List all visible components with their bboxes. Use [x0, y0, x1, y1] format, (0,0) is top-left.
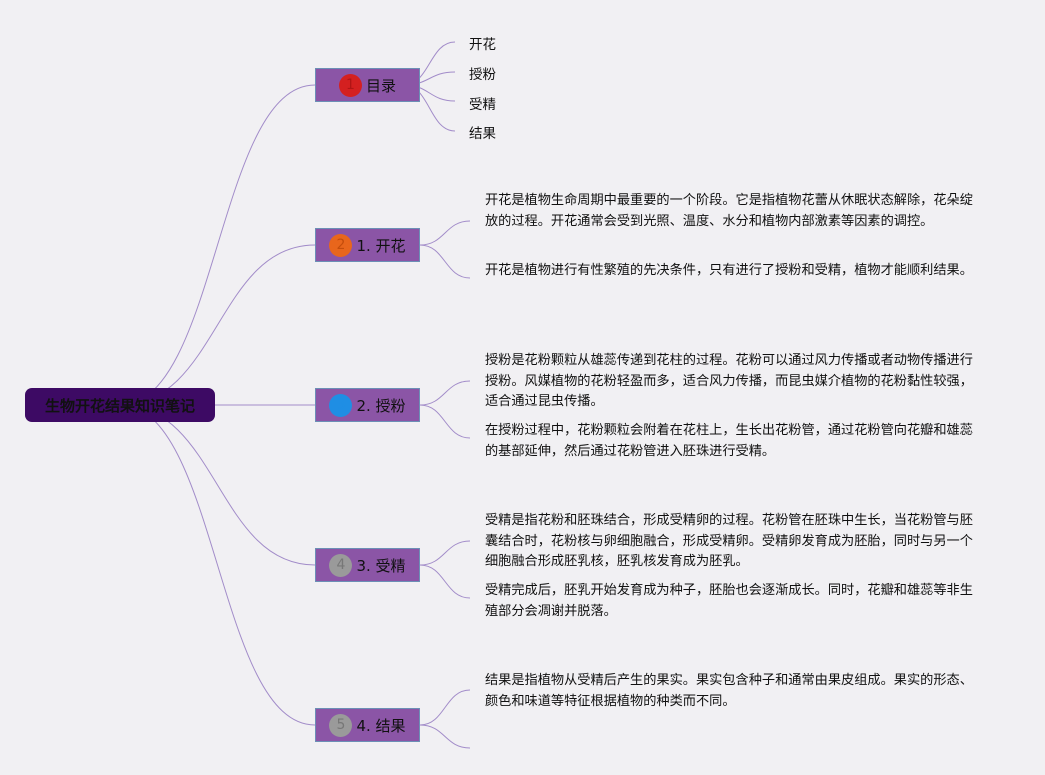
branch-fertilization[interactable]: 4 3. 受精 [315, 548, 420, 582]
connector-line [419, 244, 471, 279]
note-fruiting-1: 结果是指植物从受精后产生的果实。果实包含种子和通常由果皮组成。果实的形态、颜色和… [485, 673, 973, 709]
connector-line [119, 404, 316, 726]
connector-line [419, 689, 471, 726]
number-badge-icon: 3 [329, 393, 353, 417]
connector-line [419, 380, 471, 406]
branch-label: 3. 受精 [356, 556, 406, 575]
note-pollination-2: 在授粉过程中，花粉颗粒会附着在花柱上，生长出花粉管，通过花粉管向花瓣和雄蕊的基部… [485, 423, 973, 459]
connector-line [119, 244, 316, 406]
note-flowering-1: 开花是植物生命周期中最重要的一个阶段。它是指植物花蕾从休眠状态解除，花朵绽放的过… [485, 193, 973, 229]
branch-label: 目录 [365, 76, 396, 95]
branch-label: 1. 开花 [356, 236, 406, 255]
connector-line [419, 564, 471, 599]
note-fertilization-1: 受精是指花粉和胚珠结合，形成受精卵的过程。花粉管在胚珠中生长，当花粉管与胚囊结合… [485, 513, 973, 569]
number-badge-icon: 1 [338, 73, 362, 97]
connector-line [419, 724, 471, 749]
connector-line [119, 84, 316, 406]
connector-line [419, 404, 471, 439]
toc-item-flowering[interactable]: 开花 [469, 37, 496, 53]
root-node[interactable]: 生物开花结果知识笔记 [25, 388, 215, 422]
number-badge-icon: 4 [329, 553, 353, 577]
branch-label: 2. 授粉 [356, 396, 406, 415]
toc-item-fertilization[interactable]: 受精 [469, 97, 496, 113]
branch-fruiting[interactable]: 5 4. 结果 [315, 708, 420, 742]
branch-label: 4. 结果 [356, 716, 406, 735]
toc-item-fruiting[interactable]: 结果 [469, 126, 496, 142]
note-flowering-2: 开花是植物进行有性繁殖的先决条件，只有进行了授粉和受精，植物才能顺利结果。 [485, 263, 973, 278]
number-badge-icon: 2 [329, 233, 353, 257]
branch-flowering[interactable]: 2 1. 开花 [315, 228, 420, 262]
connector-line [419, 540, 471, 566]
note-fertilization-2: 受精完成后，胚乳开始发育成为种子，胚胎也会逐渐成长。同时，花瓣和雄蕊等非生殖部分… [485, 583, 973, 619]
number-badge-icon: 5 [329, 713, 353, 737]
toc-item-pollination[interactable]: 授粉 [469, 67, 496, 83]
connector-line [119, 404, 316, 566]
branch-pollination[interactable]: 3 2. 授粉 [315, 388, 420, 422]
branch-toc[interactable]: 1 目录 [315, 68, 420, 102]
root-label: 生物开花结果知识笔记 [44, 396, 195, 415]
connector-line [419, 220, 471, 246]
note-pollination-1: 授粉是花粉颗粒从雄蕊传递到花柱的过程。花粉可以通过风力传播或者动物传播进行授粉。… [485, 353, 973, 409]
